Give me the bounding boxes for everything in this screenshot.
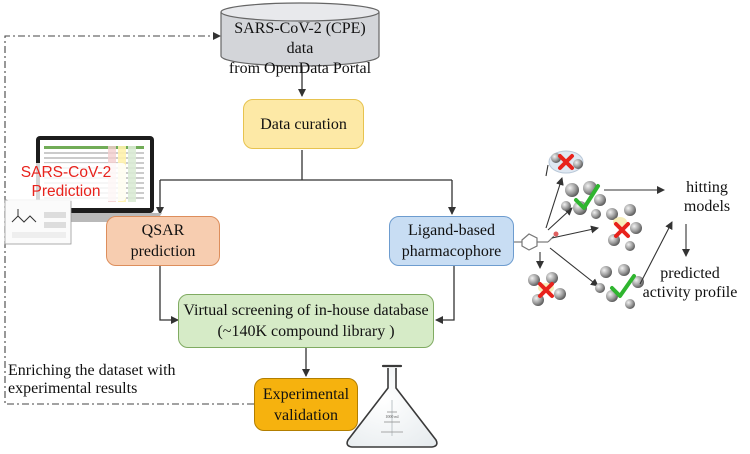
qsar-prediction-box: QSAR prediction (106, 216, 220, 266)
hitting-models-label: hitting models (672, 178, 742, 216)
app-title-line-1: SARS-CoV-2 (20, 164, 112, 181)
qsar-line-2: prediction (130, 243, 196, 260)
query-ligand-icon (514, 231, 559, 251)
model-1-crossed (548, 150, 584, 174)
source-database-label: SARS-CoV-2 (CPE) data from OpenData Port… (221, 19, 379, 79)
virtual-screening-box: Virtual screening of in-house database (… (178, 294, 434, 348)
experimental-validation-box: Experimental validation (254, 378, 358, 431)
model-4-crossed (528, 272, 566, 306)
hitting-line-1: hitting (686, 179, 728, 196)
screening-line-1: Virtual screening of in-house database (183, 302, 429, 319)
pharmacophore-box: Ligand-based pharmacophore (389, 216, 514, 266)
data-curation-box: Data curation (243, 99, 364, 149)
model-2-checked (561, 181, 606, 219)
feedback-loop-dashed (4, 32, 254, 405)
flask-icon: 1000 ml (346, 364, 438, 448)
feedback-line-2: experimental results (8, 380, 138, 397)
pharmacophore-line-1: Ligand-based (407, 222, 496, 239)
structure-window-icon (4, 199, 72, 245)
validation-line-1: Experimental (262, 385, 350, 403)
activity-profile-label: predicted activity profile (632, 264, 748, 302)
source-line-2: from OpenData Portal (228, 60, 372, 77)
app-title-line-2: Prediction (31, 183, 101, 200)
feedback-line-1: Enriching the dataset with (8, 362, 176, 379)
flask-volume-label: 1000 ml (385, 414, 399, 419)
pharmacophore-line-2: pharmacophore (401, 243, 502, 260)
validation-line-2: validation (274, 406, 338, 424)
source-line-1: SARS-CoV-2 (CPE) data (234, 20, 366, 57)
feedback-label: Enriching the dataset with experimental … (8, 362, 208, 398)
screening-line-2: (~140K compound library ) (217, 323, 395, 340)
profile-line-1: predicted (660, 265, 720, 282)
qsar-line-1: QSAR (141, 222, 185, 239)
data-curation-label: Data curation (260, 115, 347, 133)
model-5-checked (595, 264, 644, 309)
arrow-pharm-to-screening (435, 264, 455, 324)
hitting-line-2: models (683, 198, 731, 215)
profile-line-2: activity profile (642, 284, 738, 301)
database-cylinder-icon (220, 2, 380, 67)
app-title-overlay: SARS-CoV-2 Prediction (6, 163, 126, 201)
pharmacophore-models-illustration (514, 150, 690, 309)
arrow-qsar-to-screening (159, 264, 179, 324)
model-3-crossed (606, 204, 642, 251)
